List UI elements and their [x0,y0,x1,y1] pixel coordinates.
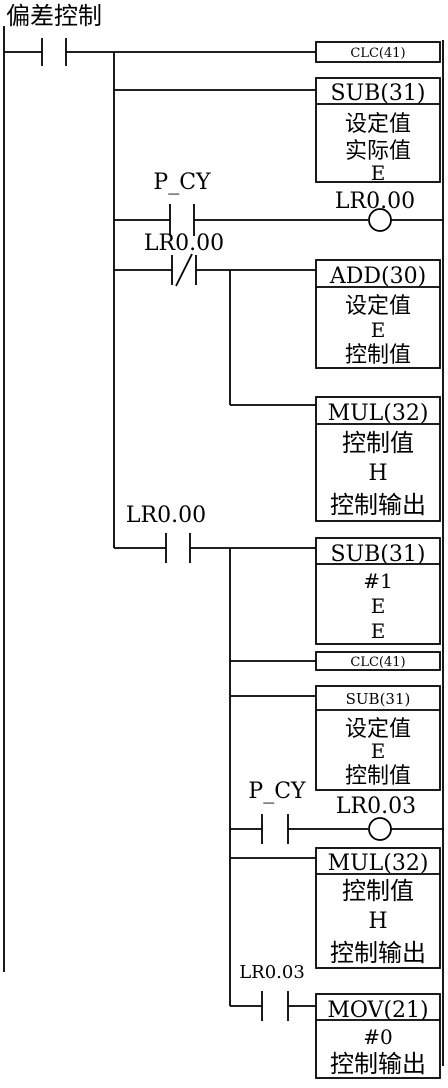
lr003-coil-label: LR0.03 [336,794,416,819]
sub-block-2-op-2: E [371,594,386,618]
mov-block-1: MOV(21) #0 控制输出 [315,993,441,1079]
sub-block-3-name: SUB(31) [346,690,411,708]
sub-block-3-op-2: E [371,739,386,763]
mul-block-1-op-3: 控制输出 [330,491,426,519]
sub-block-1-name: SUB(31) [331,81,426,106]
sub-block-2-name: SUB(31) [331,542,426,567]
lr000-nc-contact-label: LR0.00 [144,231,224,256]
sub-block-2: SUB(31) #1 E E [315,537,441,645]
add-block-1-op-1: 设定值 [345,294,411,319]
lr000-coil: LR0.00 [335,189,415,232]
mul-block-1-name: MUL(32) [328,401,429,426]
lr003-contact-label: LR0.03 [239,962,305,983]
mul-block-2-name: MUL(32) [328,851,429,876]
mov-block-1-op-1: #0 [363,1025,392,1049]
sub-block-3-op-3: 控制值 [345,764,411,789]
sub-block-1-op-2: 实际值 [345,139,411,164]
pcy-contact-2-label: P_CY [248,779,306,804]
mul-block-2-op-2: H [368,909,387,934]
lr003-contact: LR0.03 [230,962,305,1021]
add-block-1-name: ADD(30) [329,264,426,289]
diagram-title: 偏差控制 [6,2,102,30]
sub-block-2-op-3: E [371,619,386,643]
lr003-coil: LR0.03 [336,794,416,841]
mul-block-2-op-1: 控制值 [342,877,414,905]
lr000-no-contact: LR0.00 [114,503,206,563]
clc-block-1-name: CLC(41) [350,46,405,61]
lr000-coil-label: LR0.00 [335,189,415,214]
lr000-nc-contact: LR0.00 [114,231,224,287]
mul-block-2: MUL(32) 控制值 H 控制输出 [315,847,441,969]
mul-block-1-op-2: H [368,461,387,486]
sub-block-3-op-1: 设定值 [345,717,411,742]
pcy-contact-1: P_CY [114,170,211,236]
mov-block-1-op-2: 控制输出 [330,1050,426,1078]
sub-block-1: SUB(31) 设定值 实际值 E [315,77,441,185]
sub-block-2-op-1: #1 [363,569,392,593]
mul-block-2-op-3: 控制输出 [330,939,426,967]
sub-block-1-op-1: 设定值 [345,112,411,137]
add-block-1-op-3: 控制值 [345,343,411,368]
add-block-1-op-2: E [371,318,386,342]
clc-block-2: CLC(41) [315,651,441,671]
main-input-contact [4,38,316,66]
mov-block-1-name: MOV(21) [327,998,428,1023]
pcy-contact-1-label: P_CY [153,170,211,195]
pcy-contact-2: P_CY [230,779,306,844]
lr000-no-contact-label: LR0.00 [126,503,206,528]
sub-block-1-op-3: E [371,161,386,185]
sub-block-3: SUB(31) 设定值 E 控制值 [315,685,441,791]
clc-block-2-name: CLC(41) [350,655,405,670]
add-block-1: ADD(30) 设定值 E 控制值 [315,259,441,369]
mul-block-1: MUL(32) 控制值 H 控制输出 [315,396,441,522]
clc-block-1: CLC(41) [315,41,441,63]
mul-block-1-op-1: 控制值 [342,429,414,457]
